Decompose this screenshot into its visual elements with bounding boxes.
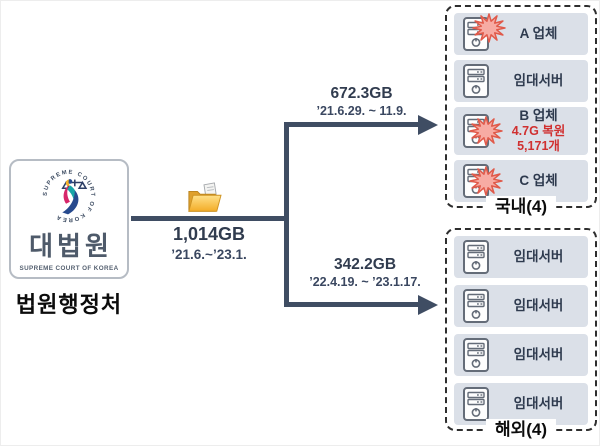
overseas-branch-label: 342.2GB ’22.4.19. ~ ’23.1.17. [279,256,451,289]
server-row-b: B 업체 4.7G 복원 5,171개 [454,107,588,155]
domestic-amount: 672.3GB [330,85,393,102]
top-branch-line [287,122,420,127]
domestic-group-label: 국내(4) [485,195,557,218]
server-label: 임대서버 [513,346,564,362]
recovered-size-note: 4.7G 복원 [511,124,566,139]
org-name-english: SUPREME COURT OF KOREA [19,264,119,272]
server-row-a: A 업체 [454,13,588,55]
branch-vertical-line [284,122,289,307]
server-row-rental: 임대서버 [454,334,588,376]
overseas-period: ’22.4.19. ~ ’23.1.17. [309,275,421,289]
bottom-branch-line [287,302,420,307]
server-tower-icon [463,240,489,274]
server-label: C 업체 [519,172,558,188]
overseas-amount: 342.2GB [333,256,397,273]
org-department-label: 법원행정처 [15,292,123,317]
svg-text:SUPREME COURT OF KOREA: SUPREME COURT OF KOREA [43,169,96,222]
server-label: 임대서버 [513,297,564,313]
supreme-court-seal-icon: SUPREME COURT OF KOREA [43,169,96,222]
total-transfer-label: 1,014GB ’21.6.~’23.1. [139,224,279,262]
server-label: 임대서버 [513,248,564,264]
server-name: B 업체 [519,107,558,123]
main-flow-line [131,216,289,221]
domestic-period: ’21.6.29. ~ 11.9. [316,104,407,118]
server-row-rental: 임대서버 [454,236,588,278]
server-tower-icon [463,387,489,421]
overseas-group-box: 임대서버 임대서버 임대서버 임대서버 해외(4) [445,228,597,441]
total-amount: 1,014GB [172,224,246,244]
seal-ring-text: SUPREME COURT OF KOREA [43,169,94,222]
bottom-arrowhead-icon [418,294,438,315]
server-row-rental: 임대서버 [454,383,588,425]
server-tower-icon [463,338,489,372]
server-label: A 업체 [519,25,558,41]
server-tower-icon [463,289,489,323]
burst-star-icon [469,166,503,196]
burst-star-icon [469,116,503,146]
domestic-group-box: A 업체 임대서버 B 업체 4.7G 복원 5,171개 C 업 [445,5,597,218]
server-row-rental: 임대서버 [454,285,588,327]
server-row-rental: 임대서버 [454,60,588,102]
overseas-group-label: 해외(4) [485,418,557,441]
server-label: 임대서버 [513,395,564,411]
server-label: 임대서버 [513,72,564,88]
server-tower-icon [463,64,489,98]
server-row-c: C 업체 [454,160,588,202]
burst-star-icon [472,13,506,43]
justice-figure-icon [62,178,79,214]
source-org-box: SUPREME COURT OF KOREA 대법원 SUPREME COURT… [9,159,129,279]
open-folder-icon [188,182,222,212]
org-name: 대법원 [29,230,113,261]
recovered-count-note: 5,171개 [517,139,560,154]
total-period: ’21.6.~’23.1. [171,247,247,262]
top-arrowhead-icon [418,114,438,135]
domestic-branch-label: 672.3GB ’21.6.29. ~ 11.9. [284,85,439,118]
server-label-with-notes: B 업체 4.7G 복원 5,171개 [491,108,588,154]
